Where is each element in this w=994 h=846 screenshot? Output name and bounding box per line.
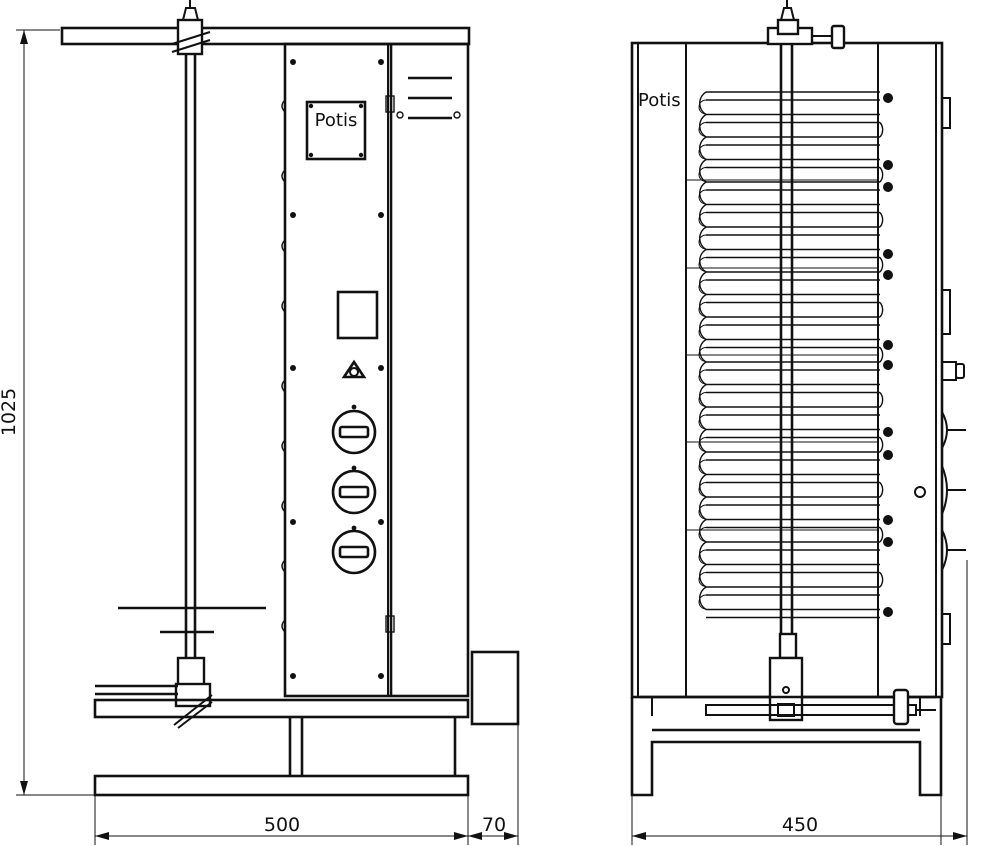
ignition-button — [341, 359, 367, 379]
pipe-bend-left-inner — [698, 302, 707, 317]
pipe-bend-left-inner — [698, 572, 707, 587]
burner-knob-1 — [331, 404, 377, 455]
side-top-bar — [60, 26, 471, 46]
pipe-bend-left-inner — [698, 504, 707, 520]
pipe-bend-left-inner — [698, 257, 707, 272]
pipe-bend-right — [879, 167, 884, 183]
burner-nozzle — [883, 249, 893, 259]
side-display-window — [336, 290, 379, 340]
height-dimension-label: 1025 — [0, 388, 20, 436]
burner-nozzle — [883, 515, 893, 525]
pipe-bend-right — [879, 257, 884, 273]
front-bottom-coupling — [768, 632, 804, 722]
burner-nozzle — [883, 607, 893, 617]
front-view: Potis — [630, 0, 966, 797]
pipe-bend-left-inner — [698, 482, 707, 497]
side-top-clamp — [171, 0, 211, 56]
pipe-bend-left-inner — [698, 279, 707, 295]
pipe-bend-left-inner — [698, 392, 707, 407]
burner-nozzle — [883, 450, 893, 460]
front-top-clamp — [766, 0, 846, 50]
burner-nozzle — [883, 427, 893, 437]
side-hinge-top — [385, 95, 395, 113]
pipe-bend-left-inner — [698, 414, 707, 430]
pipe-bend-left-inner — [698, 459, 707, 475]
width-dimension-label: 450 — [782, 814, 818, 836]
side-housing — [283, 42, 470, 698]
motor-depth-dimension-label: 70 — [482, 814, 506, 836]
side-brand-plate — [305, 100, 367, 161]
pipe-bend-left-inner — [698, 144, 707, 160]
pipe-bend-right — [879, 482, 884, 498]
side-burner-bumps — [281, 99, 286, 633]
side-base-frame — [93, 698, 470, 797]
burner-nozzle — [883, 340, 893, 350]
pipe-bend-left-inner — [698, 212, 707, 227]
burner-nozzle — [883, 93, 893, 103]
pipe-bend-left-inner — [698, 324, 707, 340]
pipe-bend-left-inner — [698, 99, 707, 115]
dimension-labels: 1025 500 70 450 — [0, 388, 818, 836]
pipe-bend-right — [879, 392, 884, 408]
pipe-bend-left-inner — [698, 189, 707, 205]
pipe-bend-right — [879, 527, 884, 543]
side-vent-slots — [396, 76, 461, 120]
front-side-fittings — [914, 97, 966, 645]
dimension-lines — [16, 29, 968, 845]
pipe-bend-left-inner — [698, 122, 707, 137]
pipe-bend-right — [879, 122, 884, 138]
side-panel-screws — [290, 59, 384, 679]
pipe-bend-left-inner — [698, 167, 707, 182]
pipe-bend-left-inner — [698, 369, 707, 385]
burner-nozzle — [883, 537, 893, 547]
burner-nozzle — [883, 270, 893, 280]
side-brand-label: Potis — [315, 110, 358, 131]
pipe-bend-left-inner — [698, 437, 707, 452]
pipe-bend-left-inner — [698, 594, 707, 610]
heating-pipe-grid — [686, 91, 893, 619]
depth-dimension-label: 500 — [264, 814, 300, 836]
pipe-bend-left-inner — [698, 527, 707, 542]
pipe-bend-right — [879, 347, 884, 363]
pipe-bend-right — [879, 302, 884, 318]
side-view: Potis — [60, 0, 520, 797]
front-brand-label: Potis — [638, 90, 681, 111]
front-drip-tray — [640, 688, 936, 726]
pipe-bend-right — [879, 212, 884, 228]
pipe-bend-left-inner — [698, 549, 707, 565]
burner-nozzle — [883, 360, 893, 370]
burner-knob-2 — [331, 465, 377, 515]
pipe-bend-right — [879, 437, 884, 453]
side-motor-box — [470, 650, 520, 726]
front-base-frame — [630, 697, 943, 797]
pipe-bend-right — [879, 572, 884, 588]
burner-knob-3 — [331, 525, 377, 575]
pipe-bend-left-inner — [698, 234, 707, 250]
side-hinge-bottom — [385, 615, 395, 633]
burner-nozzle — [883, 182, 893, 192]
burner-nozzle — [883, 160, 893, 170]
